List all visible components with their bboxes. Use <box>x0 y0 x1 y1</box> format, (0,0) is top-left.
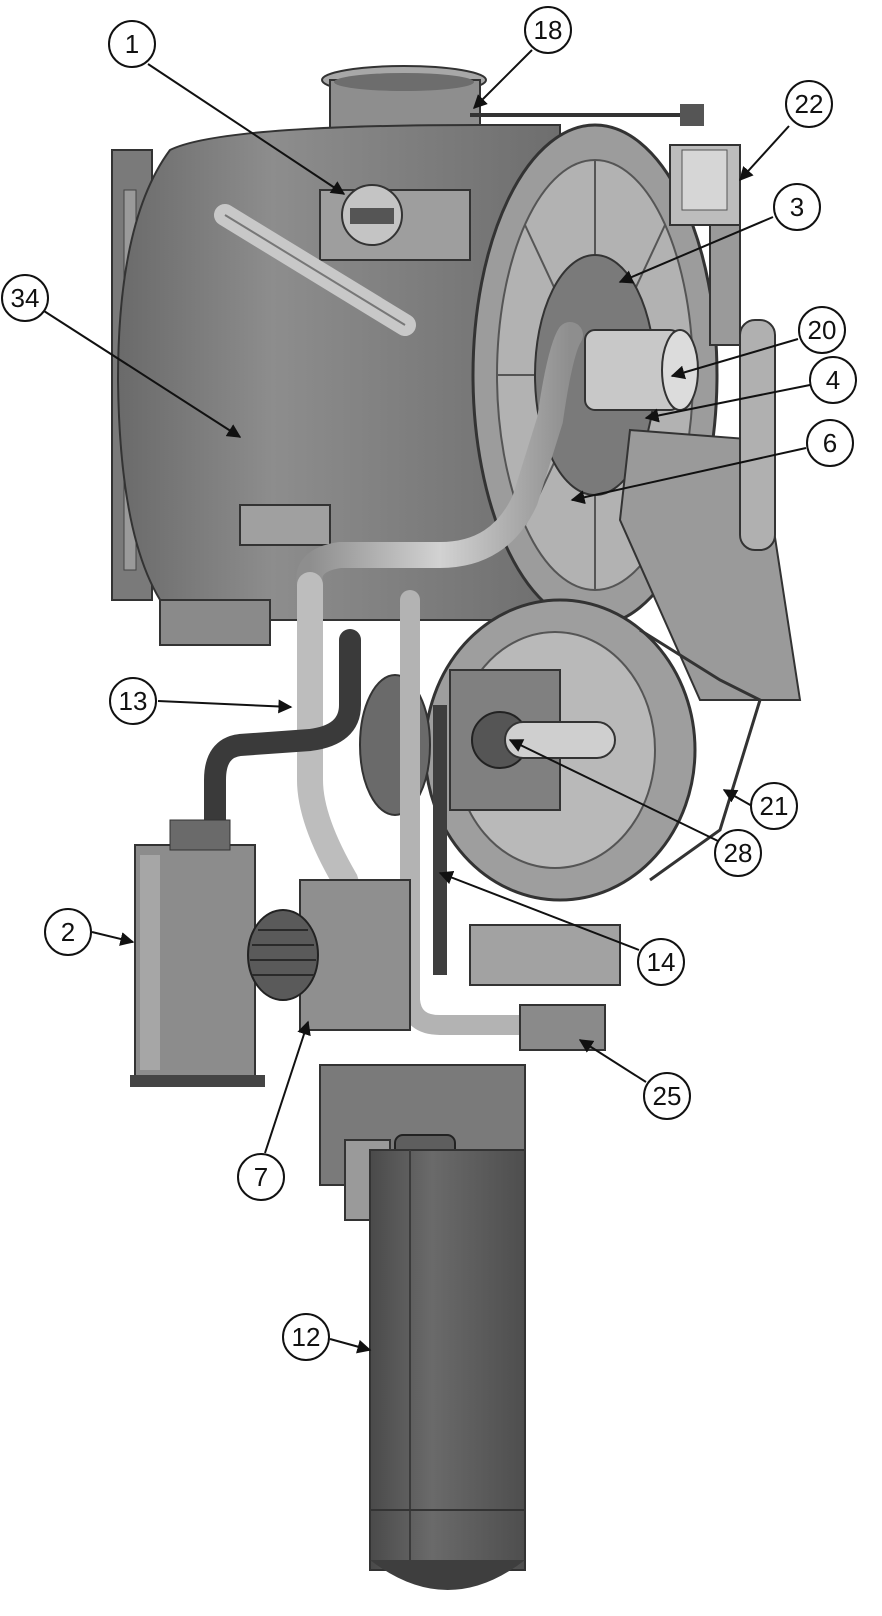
callout-label: 6 <box>823 428 837 458</box>
leader-14 <box>438 871 640 951</box>
callout-28: 28 <box>714 829 762 877</box>
callout-14: 14 <box>637 938 685 986</box>
machine-illustration <box>111 65 802 1590</box>
callout-18: 18 <box>524 6 572 54</box>
leader-3 <box>618 216 774 284</box>
callout-20: 20 <box>798 306 846 354</box>
callout-label: 34 <box>11 283 40 313</box>
callout-label: 13 <box>119 686 148 716</box>
leader-28 <box>508 739 719 842</box>
flex-hose <box>204 629 361 831</box>
leader-7 <box>264 1020 311 1154</box>
callouts: 1 18 22 3 34 20 4 6 <box>1 6 857 1361</box>
callout-22: 22 <box>785 80 833 128</box>
callout-12: 12 <box>282 1313 330 1361</box>
callout-label: 4 <box>826 365 840 395</box>
solenoid-valve <box>469 924 621 986</box>
leader-34 <box>43 310 242 438</box>
leader-18 <box>473 49 533 109</box>
callout-label: 18 <box>534 15 563 45</box>
leader-22 <box>739 125 790 182</box>
callout-label: 7 <box>254 1162 268 1192</box>
callout-label: 12 <box>292 1322 321 1352</box>
callout-label: 14 <box>647 947 676 977</box>
callout-label: 25 <box>653 1081 682 1111</box>
leader-21 <box>722 789 753 807</box>
callout-7: 7 <box>237 1153 285 1201</box>
callout-label: 21 <box>760 791 789 821</box>
leader-25 <box>578 1039 647 1083</box>
leader-4 <box>644 384 811 423</box>
leader-13 <box>157 699 293 714</box>
callout-13: 13 <box>109 677 157 725</box>
callout-label: 3 <box>790 192 804 222</box>
draft-tube <box>369 1149 526 1571</box>
callout-2: 2 <box>44 908 92 956</box>
callout-3: 3 <box>773 183 821 231</box>
leader-2 <box>91 931 135 946</box>
callout-label: 22 <box>795 89 824 119</box>
main-pipe-13 <box>296 322 583 598</box>
callout-21: 21 <box>750 782 798 830</box>
leader-12 <box>329 1338 372 1354</box>
callout-label: 1 <box>125 29 139 59</box>
leader-lines <box>43 49 811 1354</box>
leader-6 <box>570 447 807 505</box>
callout-4: 4 <box>809 356 857 404</box>
callout-1: 1 <box>108 20 156 68</box>
leader-20 <box>670 338 799 380</box>
callout-label: 20 <box>808 315 837 345</box>
callout-25: 25 <box>643 1072 691 1120</box>
callout-label: 28 <box>724 838 753 868</box>
callout-label: 2 <box>61 917 75 947</box>
callout-34: 34 <box>1 274 49 322</box>
leader-1 <box>147 63 346 195</box>
callout-6: 6 <box>806 419 854 467</box>
